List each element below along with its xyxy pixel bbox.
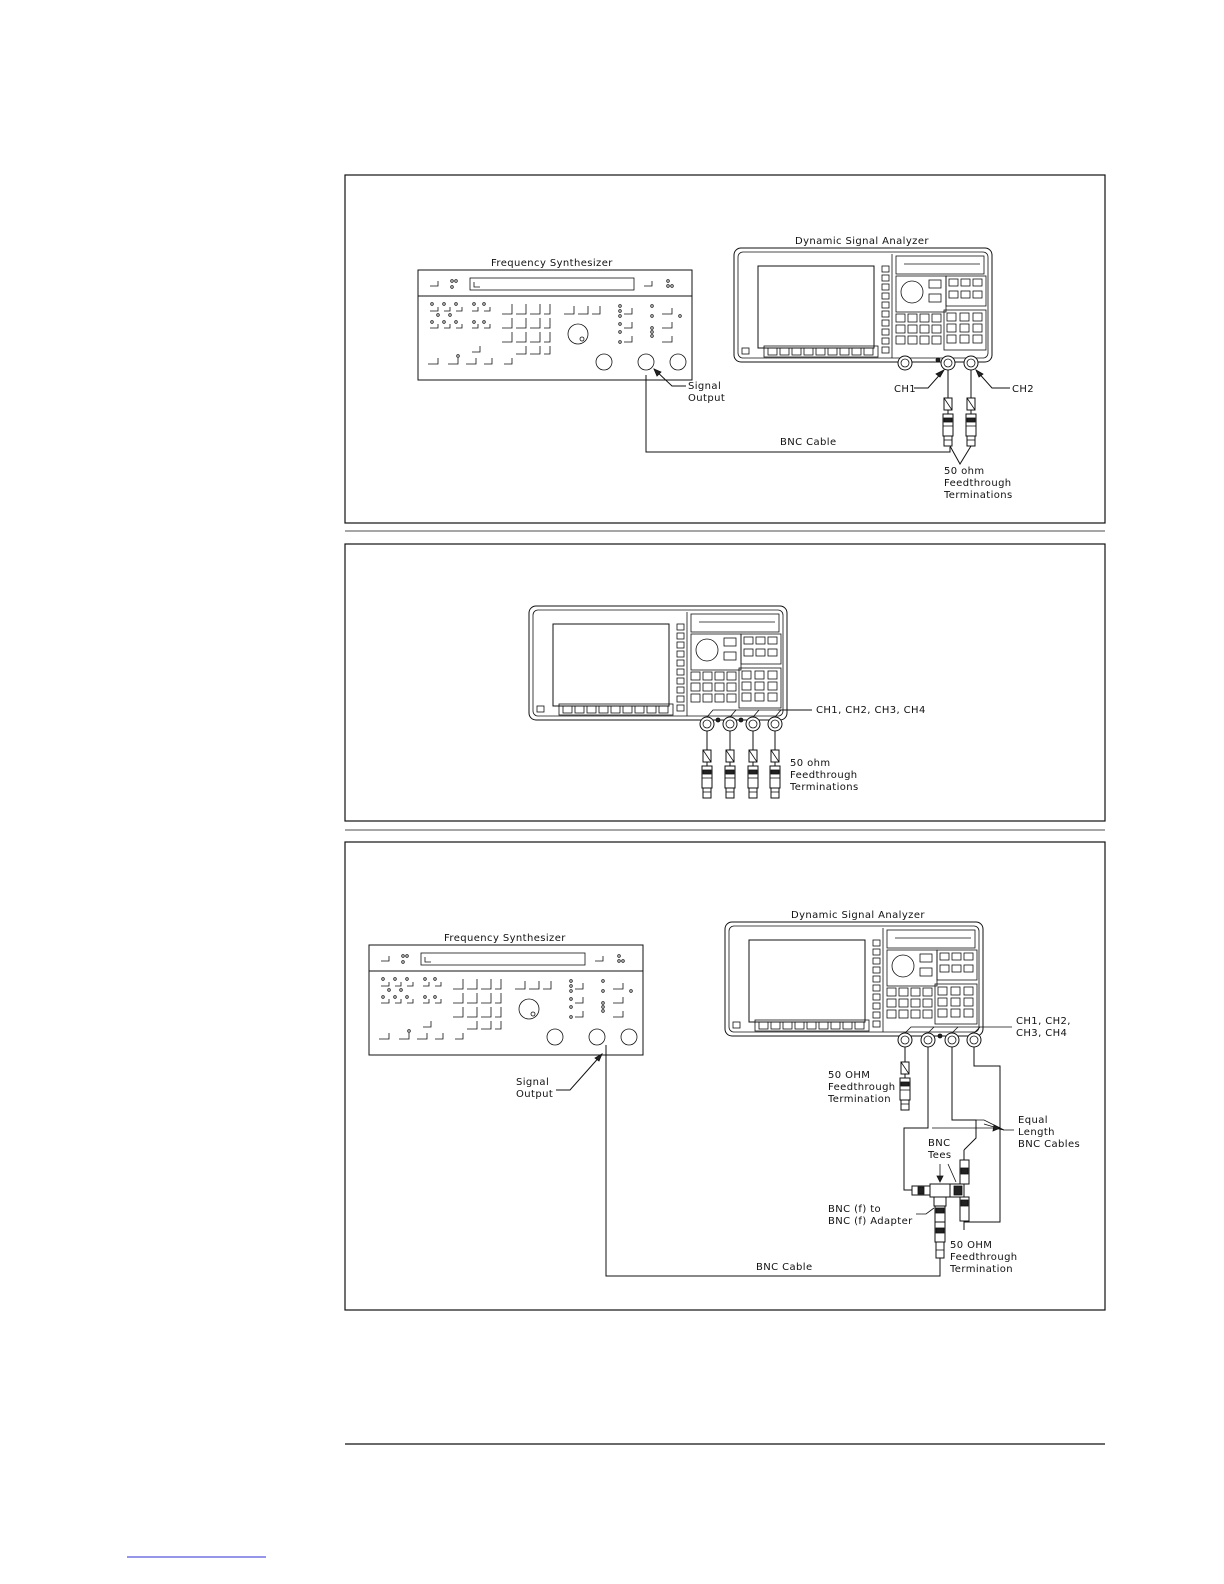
d1-term-2: Feedthrough bbox=[944, 478, 1012, 489]
d3-channels-2: CH3, CH4 bbox=[1016, 1028, 1067, 1039]
d3-term-bottom-3: Termination bbox=[949, 1264, 1013, 1275]
diagram-3-frame bbox=[344, 841, 1106, 1311]
d2-termination-4 bbox=[769, 749, 781, 799]
d1-termination-ch1 bbox=[942, 397, 954, 447]
d2-ch3-connector bbox=[745, 716, 761, 732]
d3-channels-1: CH1, CH2, bbox=[1016, 1016, 1071, 1027]
d1-synth-title: Frequency Synthesizer bbox=[491, 258, 613, 269]
d3-ch4-connector bbox=[966, 1032, 982, 1048]
d3-signal-output-2: Output bbox=[516, 1089, 553, 1100]
diagram-3: Frequency Synthesizer Dynamic Signal Ana… bbox=[344, 841, 1106, 1311]
d3-equal-3: BNC Cables bbox=[1018, 1139, 1080, 1150]
d2-term-2: Feedthrough bbox=[790, 770, 858, 781]
d3-dynamic-signal-analyzer bbox=[724, 921, 984, 1037]
d2-ch1-connector bbox=[699, 716, 715, 732]
d1-bnc-connector bbox=[897, 355, 913, 371]
d3-term-bottom-2: Feedthrough bbox=[950, 1252, 1018, 1263]
d3-term-bottom-1: 50 OHM bbox=[950, 1240, 992, 1251]
d3-signal-output-1: Signal bbox=[516, 1077, 549, 1088]
d3-adapter-2: BNC (f) Adapter bbox=[828, 1216, 913, 1227]
d1-ch1-label: CH1 bbox=[894, 384, 916, 395]
diagram-1-frame bbox=[344, 174, 1106, 524]
d1-frequency-synthesizer bbox=[417, 269, 693, 381]
d3-synth-title: Frequency Synthesizer bbox=[444, 933, 566, 944]
d3-ch1-connector bbox=[897, 1032, 913, 1048]
d3-bnc-tee-right bbox=[949, 1150, 970, 1230]
d2-termination-3 bbox=[747, 749, 759, 799]
d2-term-3: Terminations bbox=[789, 782, 859, 793]
d3-adapter-1: BNC (f) to bbox=[828, 1204, 881, 1215]
d3-frequency-synthesizer bbox=[368, 944, 644, 1056]
d3-tees-1: BNC bbox=[928, 1138, 951, 1149]
d3-termination-top bbox=[899, 1061, 911, 1111]
d2-termination-1 bbox=[701, 749, 713, 799]
d3-term-top-1: 50 OHM bbox=[828, 1070, 870, 1081]
d2-channels-label: CH1, CH2, CH3, CH4 bbox=[816, 705, 926, 716]
d3-bnc-cable-line bbox=[605, 1045, 941, 1277]
d2-dynamic-signal-analyzer bbox=[528, 605, 788, 721]
d3-adapter-stack bbox=[934, 1205, 946, 1259]
d1-ch2-label: CH2 bbox=[1012, 384, 1034, 395]
diagram-2-frame bbox=[344, 543, 1106, 822]
d1-signal-output-1: Signal bbox=[688, 381, 721, 392]
d2-ch4-connector bbox=[767, 716, 783, 732]
d3-tees-2: Tees bbox=[927, 1150, 952, 1161]
d3-bnc-cable-label: BNC Cable bbox=[756, 1262, 813, 1273]
d1-signal-output-2: Output bbox=[688, 393, 725, 404]
d2-termination-2 bbox=[724, 749, 736, 799]
d3-equal-1: Equal bbox=[1018, 1115, 1048, 1126]
d1-term-1: 50 ohm bbox=[944, 466, 985, 477]
d3-bnc-tee-left bbox=[911, 1183, 951, 1207]
d1-ch1-connector bbox=[940, 355, 956, 371]
diagram-2: CH1, CH2, CH3, CH4 50 ohm Feedthrough Te… bbox=[344, 543, 1106, 822]
d3-equal-2: Length bbox=[1018, 1127, 1055, 1138]
d3-cable-ch4 bbox=[964, 1047, 1001, 1223]
d1-analyzer-title: Dynamic Signal Analyzer bbox=[795, 236, 929, 247]
d1-bnc-cable-line bbox=[645, 375, 951, 453]
d1-bnc-cable-label: BNC Cable bbox=[780, 437, 837, 448]
d2-term-1: 50 ohm bbox=[790, 758, 831, 769]
d3-ch3-connector bbox=[944, 1032, 960, 1048]
d1-dynamic-signal-analyzer bbox=[733, 247, 993, 363]
d3-term-top-3: Termination bbox=[827, 1094, 891, 1105]
diagram-1: Frequency Synthesizer Dynamic Signal Ana… bbox=[344, 174, 1106, 524]
d1-termination-ch2 bbox=[965, 397, 977, 447]
d3-term-top-2: Feedthrough bbox=[828, 1082, 896, 1093]
d3-analyzer-title: Dynamic Signal Analyzer bbox=[791, 910, 925, 921]
d3-ch2-connector bbox=[920, 1032, 936, 1048]
d3-cable-ch2 bbox=[903, 1047, 929, 1191]
d2-ch2-connector bbox=[722, 716, 738, 732]
d3-cable-ch3 bbox=[951, 1047, 977, 1151]
d1-ch2-connector bbox=[963, 355, 979, 371]
d1-term-3: Terminations bbox=[943, 490, 1013, 501]
